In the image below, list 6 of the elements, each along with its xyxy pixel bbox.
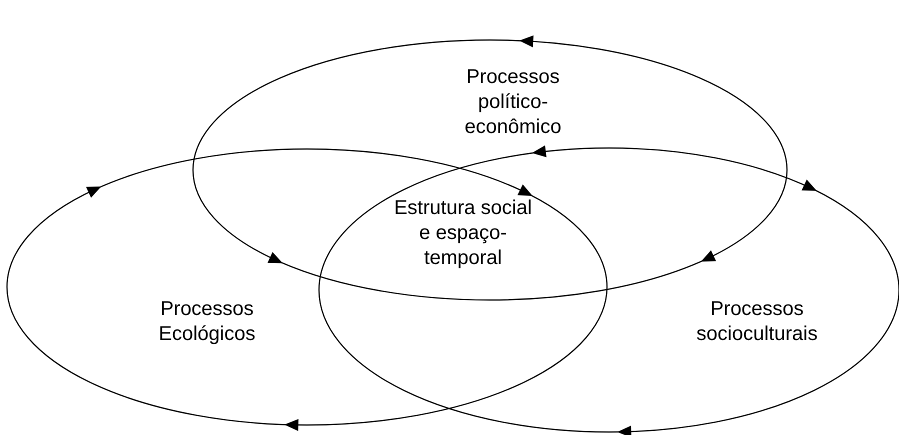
process-label: Processos socioculturais: [695, 297, 819, 347]
process-label: Processos Ecológicos: [158, 297, 256, 347]
center-label: Estrutura social e espaço-temporal: [393, 196, 533, 271]
process-ellipse: [193, 40, 787, 300]
process-label: Processos político-econômico: [464, 65, 562, 140]
process-ellipse: [7, 149, 607, 425]
